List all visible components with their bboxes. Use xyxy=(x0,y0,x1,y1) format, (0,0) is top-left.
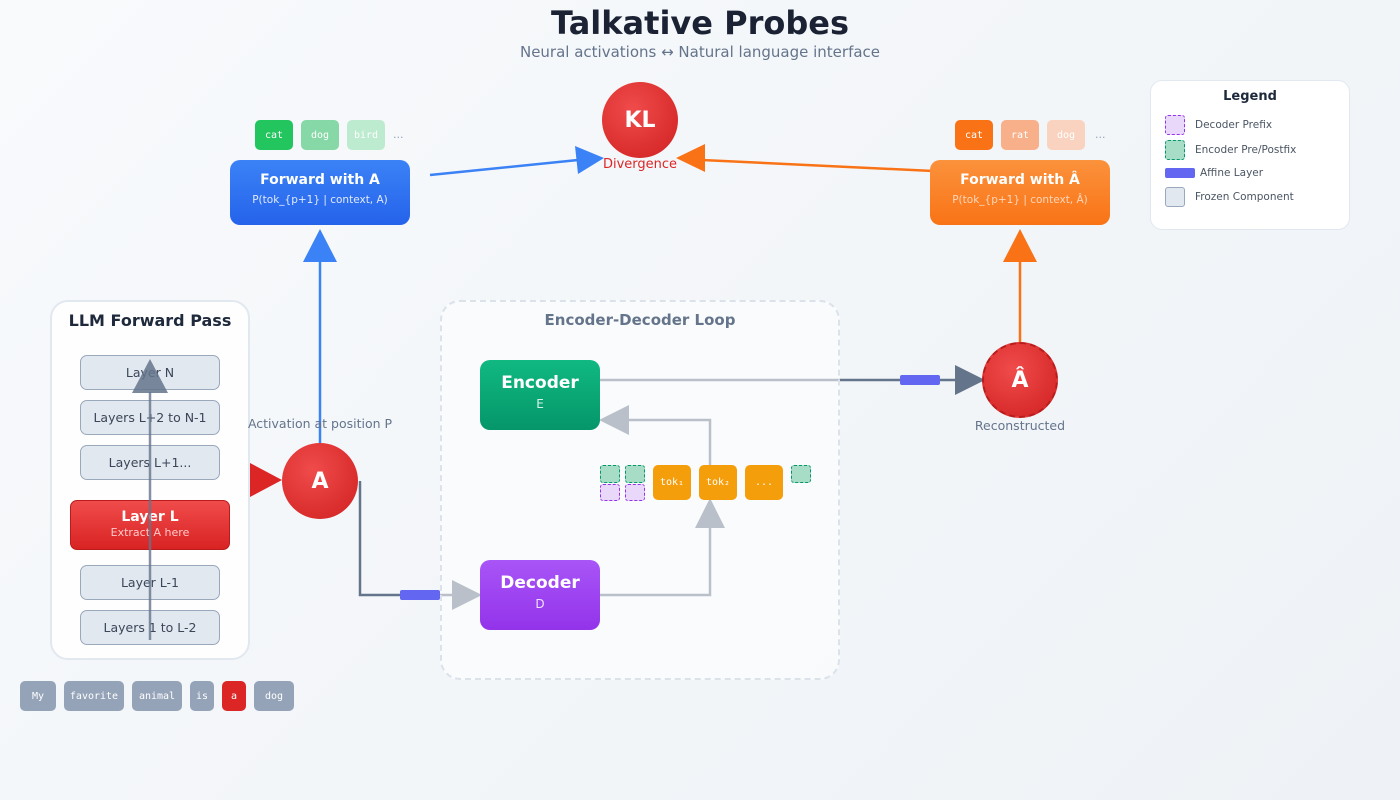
forward-ahat-token: dog xyxy=(1047,120,1085,150)
kl-node: KL xyxy=(602,82,678,158)
decoder-sub: D xyxy=(535,597,545,611)
forward-ahat-token: rat xyxy=(1001,120,1039,150)
forward-ahat-token-more: ... xyxy=(1095,128,1106,141)
layer-l-to-a-arrow xyxy=(250,463,282,497)
encoder-prefix-marker xyxy=(600,465,620,483)
loop-title: Encoder-Decoder Loop xyxy=(544,311,736,329)
encoder-postfix-marker xyxy=(791,465,811,483)
input-token: My xyxy=(20,681,56,711)
legend-item-frozen-component: Frozen Component xyxy=(1165,187,1294,207)
decoder-prefix-swatch xyxy=(1165,115,1185,135)
legend-label: Encoder Pre/Postfix xyxy=(1195,144,1297,156)
affine-layer-a xyxy=(400,590,440,600)
generated-token: tok₂ xyxy=(699,465,737,500)
forward-with-ahat-box: Forward with Â P(tok_{p+1} | context, Â) xyxy=(930,160,1110,225)
reconstructed-caption: Reconstructed xyxy=(974,418,1066,433)
encoder-prefix-marker xyxy=(625,465,645,483)
forward-with-a-box: Forward with A P(tok_{p+1} | context, A) xyxy=(230,160,410,225)
arrow-forward-a-to-kl xyxy=(429,158,579,177)
encoder-box: Encoder E xyxy=(480,360,600,430)
legend-label: Affine Layer xyxy=(1200,167,1264,179)
llm-panel-title: LLM Forward Pass xyxy=(68,311,232,330)
arrow-forward-ahat-to-kl xyxy=(701,158,976,175)
input-token: is xyxy=(190,681,214,711)
decoder-label: Decoder xyxy=(500,573,580,593)
forward-a-token: cat xyxy=(255,120,293,150)
forward-a-token-more: ... xyxy=(393,128,404,141)
frozen-component-swatch xyxy=(1165,187,1185,207)
legend-panel: Legend Decoder Prefix Encoder Pre/Postfi… xyxy=(1150,80,1350,230)
generated-token: ... xyxy=(745,465,783,500)
encoder-prepostfix-swatch xyxy=(1165,140,1185,160)
forward-a-token: dog xyxy=(301,120,339,150)
legend-item-decoder-prefix: Decoder Prefix xyxy=(1165,115,1272,135)
forward-ahat-token: cat xyxy=(955,120,993,150)
input-token-selected: a xyxy=(222,681,246,711)
activation-a-node: A xyxy=(282,443,358,519)
forward-ahat-formula: P(tok_{p+1} | context, Â) xyxy=(952,194,1088,206)
input-token: favorite xyxy=(64,681,124,711)
encoder-sub: E xyxy=(536,397,544,411)
page-title: Talkative Probes xyxy=(551,4,849,42)
generated-token: tok₁ xyxy=(653,465,691,500)
kl-caption: Divergence xyxy=(602,157,678,172)
page-subtitle: Neural activations ↔ Natural language in… xyxy=(519,43,881,61)
decoder-prefix-marker xyxy=(625,484,645,501)
forward-a-title: Forward with A xyxy=(260,172,380,188)
forward-ahat-title: Forward with Â xyxy=(960,172,1080,188)
encoder-label: Encoder xyxy=(501,373,579,393)
legend-label: Frozen Component xyxy=(1195,191,1294,203)
legend-title: Legend xyxy=(1223,89,1277,104)
activation-caption: Activation at position P xyxy=(247,416,393,431)
decoder-prefix-marker xyxy=(600,484,620,501)
decoder-box: Decoder D xyxy=(480,560,600,630)
forward-a-formula: P(tok_{p+1} | context, A) xyxy=(252,194,388,206)
affine-layer-swatch xyxy=(1165,168,1195,178)
legend-item-affine-layer: Affine Layer xyxy=(1165,167,1263,179)
forward-a-token: bird xyxy=(347,120,385,150)
input-token: dog xyxy=(254,681,294,711)
reconstructed-ahat-node: Â xyxy=(982,342,1058,418)
legend-label: Decoder Prefix xyxy=(1195,119,1273,131)
legend-item-encoder-prepostfix: Encoder Pre/Postfix xyxy=(1165,140,1296,160)
affine-layer-ahat xyxy=(900,375,940,385)
input-token: animal xyxy=(132,681,182,711)
